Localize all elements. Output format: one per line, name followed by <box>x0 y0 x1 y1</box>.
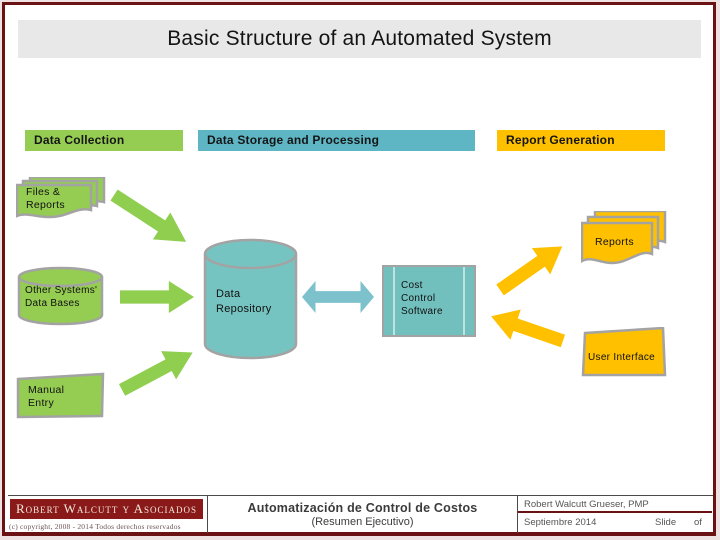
user-interface-label: User Interface <box>588 352 656 363</box>
cost-box-left-stripe <box>393 267 395 335</box>
cost-box-right-stripe <box>463 267 465 335</box>
reports-stack-icon <box>581 211 667 265</box>
date-text: Septiembre 2014 <box>524 517 597 528</box>
data-repository-cylinder-icon <box>203 238 298 360</box>
slide-number-label: Slide <box>655 517 677 528</box>
column-header-data-collection: Data Collection <box>25 130 183 151</box>
slide-title-bar: Basic Structure of an Automated System <box>18 20 701 58</box>
reports-label: Reports <box>595 236 634 248</box>
arrow-files-to-repository <box>110 189 187 242</box>
other-systems-database-icon <box>17 266 104 326</box>
arrow-userinterface-to-costcontrol <box>491 309 566 348</box>
files-reports-stack-icon <box>16 177 106 219</box>
arrow-othersystems-to-repository <box>120 281 194 313</box>
manual-entry-label: Manual Entry <box>28 384 65 409</box>
data-repository-label: Data Repository <box>216 288 272 315</box>
company-banner: Robert Walcutt y Asociados <box>10 499 203 519</box>
column-header-report-generation: Report Generation <box>497 130 665 151</box>
files-reports-label: Files & Reports <box>26 186 65 211</box>
slide-title: Basic Structure of an Automated System <box>167 27 552 50</box>
cost-control-label: Cost Control Software <box>401 280 443 317</box>
footer-top-divider <box>8 495 713 496</box>
arrow-repository-costcontrol-bidirectional <box>302 281 374 313</box>
column-header-data-storage: Data Storage and Processing <box>198 130 475 151</box>
slide-of-label: of <box>694 517 702 528</box>
cost-control-software-box <box>382 265 476 337</box>
arrow-manualentry-to-repository <box>118 351 193 396</box>
user-interface-shape <box>581 327 667 377</box>
author-text: Robert Walcutt Grueser, PMP <box>524 499 649 510</box>
presentation-title: Automatización de Control de Costos <box>247 501 478 515</box>
copyright-text: (c) copyright, 2008 - 2014 Todos derecho… <box>9 522 181 531</box>
footer-center-cell: Automatización de Control de Costos (Res… <box>209 501 516 529</box>
footer-vertical-divider-2 <box>517 495 518 533</box>
manual-entry-shape <box>16 372 105 419</box>
arrow-costcontrol-to-reports <box>496 246 563 296</box>
footer-vertical-divider-1 <box>207 495 208 533</box>
presentation-subtitle: (Resumen Ejecutivo) <box>311 516 414 528</box>
footer-maroon-divider <box>518 511 712 513</box>
other-systems-label: Other Systems' Data Bases <box>25 285 98 309</box>
